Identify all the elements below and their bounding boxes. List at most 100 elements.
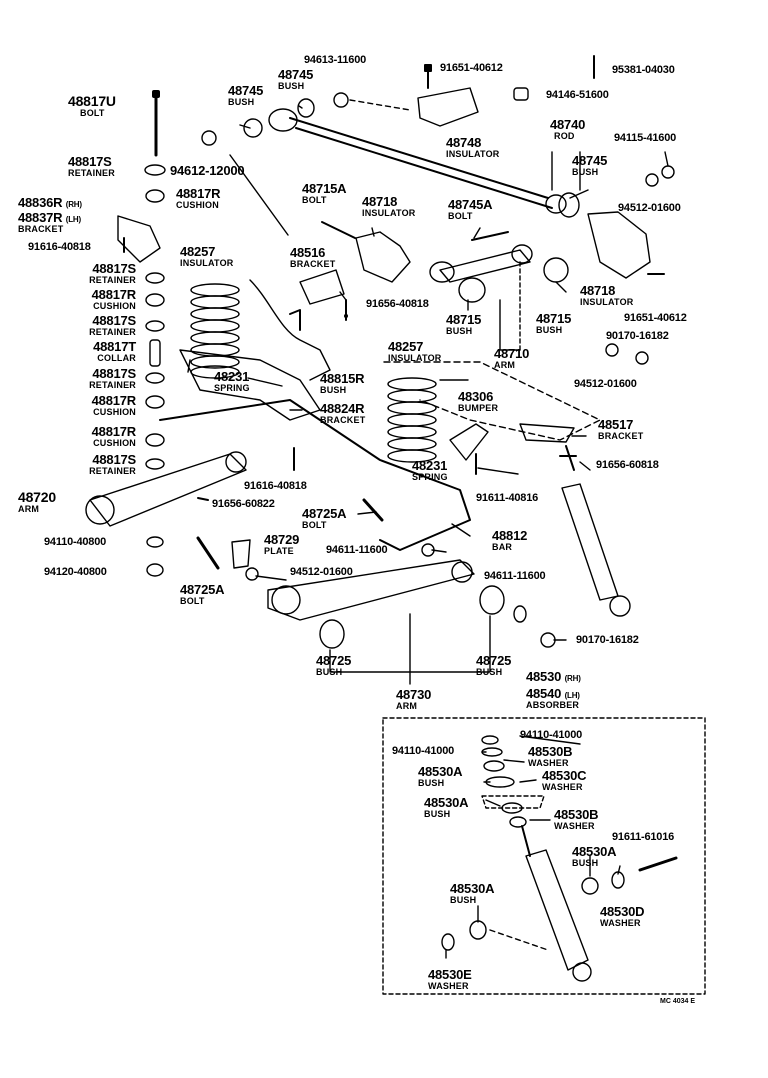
part-side-tag: (LH) [65, 215, 81, 224]
lateral-rod-drawing [268, 108, 567, 214]
label-48710: 48710 ARM [494, 347, 529, 370]
part-name: SPRING [412, 472, 448, 482]
label-94146-51600: 94146-51600 [546, 89, 609, 101]
part-name: ROD [554, 131, 575, 141]
part-name: RETAINER [89, 466, 136, 476]
part-number: 48530 [526, 669, 562, 684]
part-number: 48817R [91, 424, 137, 439]
axle-housing-drawing [179, 349, 321, 421]
part-number: 48715 [446, 312, 482, 327]
part-number: 48306 [458, 389, 494, 404]
part-number: 48745A [448, 197, 493, 212]
part-number: 48530C [542, 768, 587, 783]
label-48530A-1: 48530A BUSH [418, 764, 463, 788]
label-48725A-bolt-center: 48725A BOLT [302, 506, 347, 530]
part-number: 48817U [68, 93, 116, 109]
label-48745-bush-left2: 48745 BUSH [278, 68, 313, 91]
part-name: BRACKET [320, 415, 366, 425]
part-number: 48824R [320, 401, 365, 416]
label-48745-bush-right: 48745 BUSH [572, 154, 607, 177]
label-48837R: 48837R (LH) BRACKET [18, 211, 81, 234]
label-48231-right: 48231 SPRING [412, 459, 448, 482]
label-48817S-3: 48817S RETAINER [70, 314, 136, 337]
bush-48745-left-drawing [243, 118, 263, 138]
label-94512-01600-center: 94512-01600 [290, 566, 353, 578]
part-number: 48817R [176, 186, 221, 201]
part-number: 48718 [362, 194, 398, 209]
part-number: 48836R [18, 195, 63, 210]
label-48817S-5: 48817S RETAINER [62, 453, 136, 476]
label-48540: 48540 (LH) ABSORBER [526, 687, 580, 710]
part-name: WASHER [554, 821, 595, 831]
part-number: 48725A [180, 582, 225, 597]
part-number: 48710 [494, 346, 530, 361]
label-94110-40800: 94110-40800 [44, 536, 107, 548]
label-48718-left: 48718 INSULATOR [362, 195, 415, 218]
part-number: 48530A [424, 795, 469, 810]
part-number: 48257 [180, 244, 216, 259]
part-name: WASHER [528, 758, 569, 768]
part-name: ARM [18, 504, 40, 514]
part-side-tag: (RH) [65, 200, 82, 209]
label-48817R-4: 48817R CUSHION [62, 424, 137, 448]
label-48530A-2: 48530A BUSH [424, 795, 469, 819]
part-name: CUSHION [93, 407, 136, 417]
part-name: RETAINER [68, 168, 115, 178]
label-48748: 48748 INSULATOR [446, 136, 499, 159]
label-94110-41000-b: 94110-41000 [392, 745, 455, 757]
part-number: 48729 [264, 532, 300, 547]
part-number: 48540 [526, 686, 562, 701]
label-94613-11600: 94613-11600 [304, 54, 367, 66]
part-name: PLATE [264, 546, 294, 556]
label-48516: 48516 BRACKET [290, 246, 335, 269]
part-number: 48530A [450, 881, 495, 896]
label-48306: 48306 BUMPER [458, 390, 498, 413]
part-number: 48530A [418, 764, 463, 779]
label-48715-right: 48715 BUSH [536, 312, 571, 335]
part-name: CUSHION [176, 200, 219, 210]
label-48740: 48740 ROD [550, 118, 585, 141]
part-name: BUSH [424, 809, 451, 819]
part-number: 48517 [598, 417, 634, 432]
part-number: 48530A [572, 844, 617, 859]
part-number: 48817R [91, 393, 137, 408]
label-95381-04030: 95381-04030 [612, 64, 675, 76]
bush-48725-left-drawing [319, 619, 345, 649]
part-name: BOLT [80, 108, 105, 118]
part-number: 48231 [214, 369, 250, 384]
part-name: INSULATOR [362, 208, 416, 218]
part-name: RETAINER [89, 327, 136, 337]
coil-spring-left-drawing [190, 283, 240, 379]
part-number: 48745 [572, 153, 608, 168]
label-48530A-3: 48530A BUSH [572, 844, 617, 868]
part-name: INSULATOR [180, 258, 234, 268]
insulator-48718-right-drawing [587, 211, 651, 279]
washer-94613-drawing [333, 92, 349, 108]
retainer-drawing [144, 164, 166, 176]
label-48817T: 48817T COLLAR [70, 340, 136, 363]
label-94120-40800: 94120-40800 [44, 566, 107, 578]
absorber-kit-box [382, 717, 706, 995]
part-number: 48718 [580, 283, 616, 298]
part-number: 48516 [290, 245, 326, 260]
part-number: 48725A [302, 506, 347, 521]
part-name: BUMPER [458, 403, 499, 413]
bumper-48306-drawing [449, 423, 489, 461]
part-name: SPRING [214, 383, 250, 393]
label-48729: 48729 PLATE [264, 533, 299, 556]
stabilizer-bar-drawing [159, 399, 471, 551]
label-94512-01600-right: 94512-01600 [618, 202, 681, 214]
label-48730: 48730 ARM [396, 688, 431, 711]
part-number: 48530B [528, 744, 573, 759]
label-91611-61016: 91611-61016 [612, 831, 675, 843]
part-name: WASHER [428, 981, 469, 991]
part-number: 48812 [492, 528, 528, 543]
part-name: BOLT [180, 596, 205, 606]
plate-48729-drawing [231, 539, 251, 569]
part-number: 48715 [536, 311, 572, 326]
part-side-tag: (LH) [564, 691, 580, 700]
label-48725-left: 48725 BUSH [316, 654, 351, 677]
part-name: BUSH [536, 325, 563, 335]
label-48725A-bolt-left: 48725A BOLT [180, 582, 225, 606]
